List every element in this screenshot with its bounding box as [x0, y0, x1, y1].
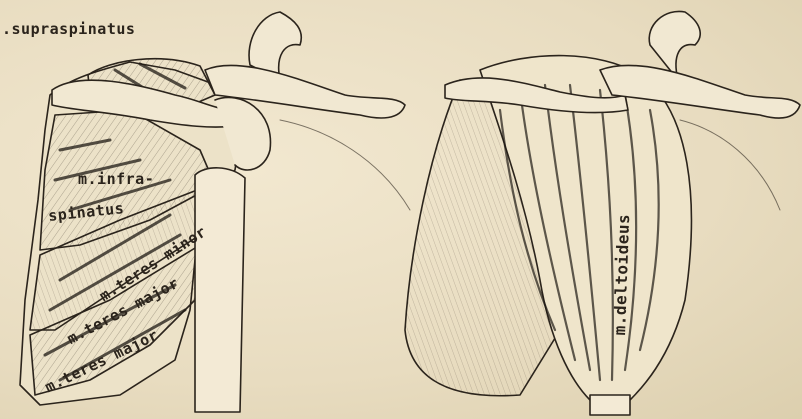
- label-infraspinatus-1: m.infra-: [78, 170, 154, 188]
- label-supraspinatus: .supraspinatus: [2, 20, 135, 38]
- humerus-right: [590, 395, 630, 415]
- right-figure: [405, 11, 800, 415]
- humerus: [195, 168, 245, 412]
